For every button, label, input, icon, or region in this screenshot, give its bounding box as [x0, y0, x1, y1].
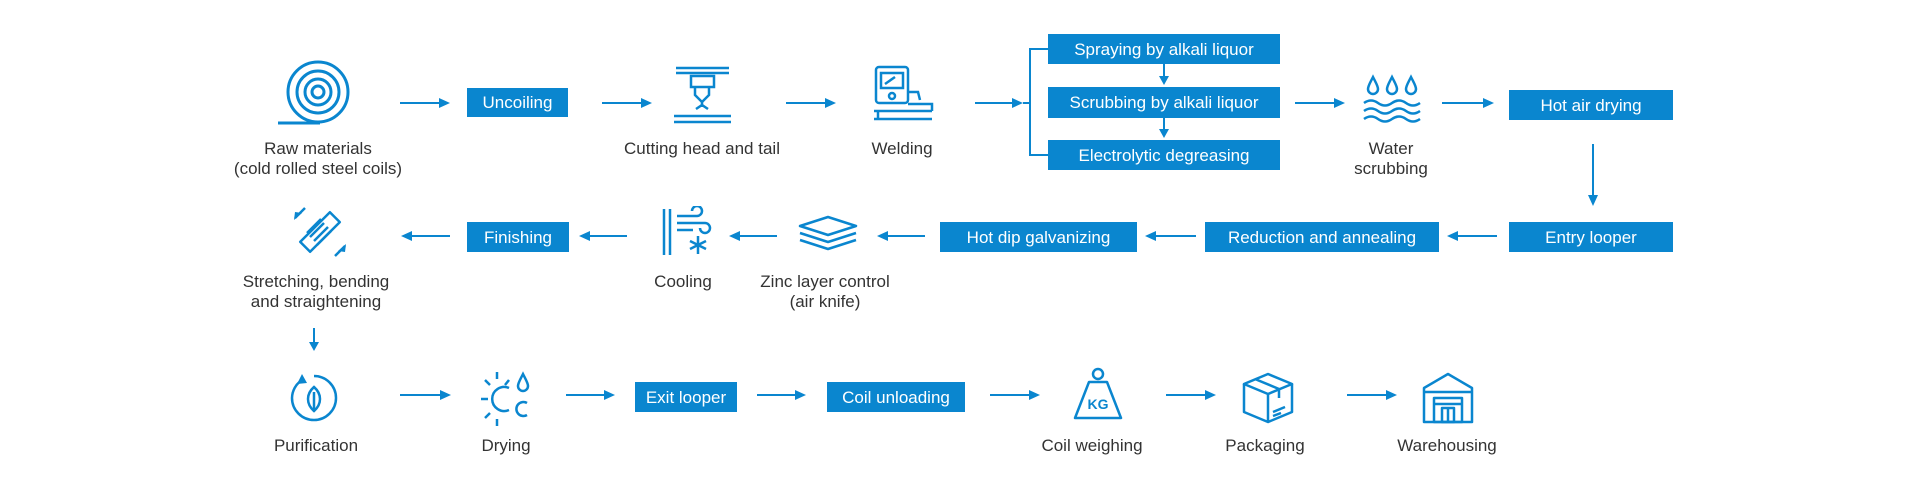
- cutting-label: Cutting head and tail: [624, 139, 780, 158]
- water-drops-icon: [1360, 74, 1424, 124]
- drying-icon: [479, 370, 537, 426]
- water-scrubbing-label: Water scrubbing: [1354, 139, 1428, 178]
- warehousing-label: Warehousing: [1397, 436, 1497, 455]
- warehouse-icon: [1420, 370, 1476, 424]
- stretching-icon: [290, 204, 350, 260]
- cutting-icon: [670, 64, 735, 126]
- arrow-cutting-to-welding: [786, 98, 836, 108]
- arrow-packaging-to-warehousing: [1347, 390, 1397, 400]
- welding-label: Welding: [871, 139, 933, 158]
- arrow-weighing-to-packaging: [1166, 390, 1216, 400]
- electrolytic-degreasing-box: Electrolytic degreasing: [1048, 140, 1280, 170]
- arrow-spraying-to-scrubbing: [1159, 64, 1169, 85]
- arrow-drying-to-exit: [566, 390, 615, 400]
- arrow-hotair-to-entry: [1588, 144, 1598, 206]
- steel-coil-icon: [268, 60, 368, 130]
- arrow-hotdip-to-zinc: [877, 231, 925, 241]
- reduction-annealing-box: Reduction and annealing: [1205, 222, 1439, 252]
- bracket-degreasing: [1023, 48, 1048, 156]
- arrow-finishing-to-stretching: [401, 231, 450, 241]
- uncoiling-box: Uncoiling: [467, 88, 568, 117]
- arrow-welding-to-bracket: [975, 98, 1023, 108]
- hot-air-drying-box: Hot air drying: [1509, 90, 1673, 120]
- arrow-scrubbing-to-electrolytic: [1159, 118, 1169, 138]
- zinc-layer-control-label: Zinc layer control (air knife): [760, 272, 890, 311]
- package-box-icon: [1240, 370, 1296, 424]
- arrow-scrubbing-to-water: [1295, 98, 1345, 108]
- scrubbing-box: Scrubbing by alkali liquor: [1048, 87, 1280, 118]
- hot-dip-galvanizing-box: Hot dip galvanizing: [940, 222, 1137, 252]
- spraying-box: Spraying by alkali liquor: [1048, 34, 1280, 64]
- purification-label: Purification: [273, 436, 359, 455]
- arrow-raw-to-uncoiling: [400, 98, 450, 108]
- cooling-label: Cooling: [654, 272, 712, 291]
- drying-label: Drying: [481, 436, 531, 455]
- arrow-water-to-hotair: [1442, 98, 1494, 108]
- arrow-reduction-to-hotdip: [1145, 231, 1196, 241]
- purification-icon: [288, 372, 340, 424]
- stretching-label: Stretching, bending and straightening: [242, 272, 390, 311]
- coil-unloading-box: Coil unloading: [827, 382, 965, 412]
- exit-looper-box: Exit looper: [635, 382, 737, 412]
- arrow-cooling-to-finishing: [579, 231, 627, 241]
- cooling-icon: [659, 206, 715, 258]
- arrow-entry-to-reduction: [1447, 231, 1497, 241]
- packaging-label: Packaging: [1225, 436, 1305, 455]
- arrow-zinc-to-cooling: [729, 231, 777, 241]
- entry-looper-box: Entry looper: [1509, 222, 1673, 252]
- arrow-unloading-to-weighing: [990, 390, 1040, 400]
- weight-icon: KG: [1069, 366, 1127, 424]
- arrow-purification-to-drying: [400, 390, 451, 400]
- raw-materials-label: Raw materials (cold rolled steel coils): [233, 139, 403, 178]
- arrow-uncoiling-to-cutting: [602, 98, 652, 108]
- coil-weighing-label: Coil weighing: [1041, 436, 1143, 455]
- arrow-stretching-to-purification: [309, 328, 319, 351]
- arrow-exit-to-unloading: [757, 390, 806, 400]
- welding-machine-icon: [868, 64, 936, 126]
- weight-icon-text: KG: [1088, 396, 1109, 412]
- layers-icon: [797, 214, 859, 252]
- finishing-box: Finishing: [467, 222, 569, 252]
